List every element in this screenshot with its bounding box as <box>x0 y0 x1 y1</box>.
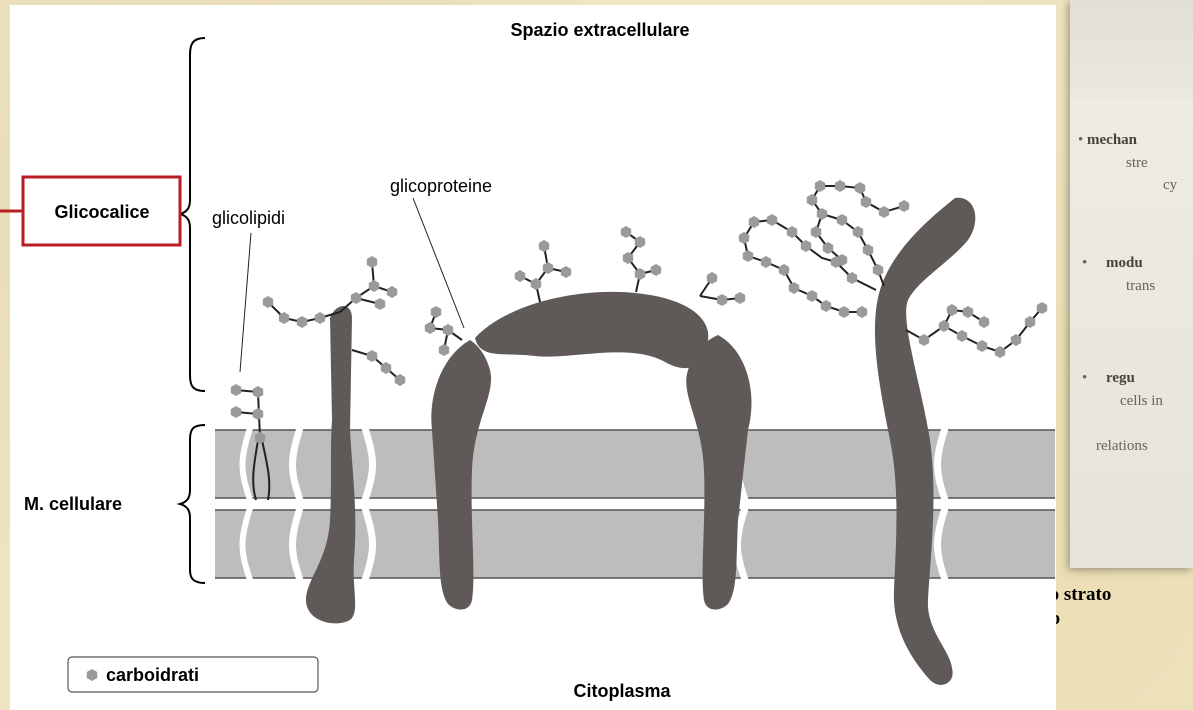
cell-membrane-label: M. cellulare <box>24 494 122 514</box>
glycolipids-label: glicolipidi <box>212 208 285 228</box>
membrane-bracket <box>180 425 205 583</box>
extracellular-space-label: Spazio extracellulare <box>510 20 689 40</box>
glicocalice-label: Glicocalice <box>54 202 149 222</box>
cytoplasm-label: Citoplasma <box>573 681 671 701</box>
glycolipid-pointer <box>240 233 251 372</box>
glycocalyx-bracket <box>180 38 205 391</box>
legend-carbohydrates-label: carboidrati <box>106 665 199 685</box>
glycoproteins-label: glicoproteine <box>390 176 492 196</box>
